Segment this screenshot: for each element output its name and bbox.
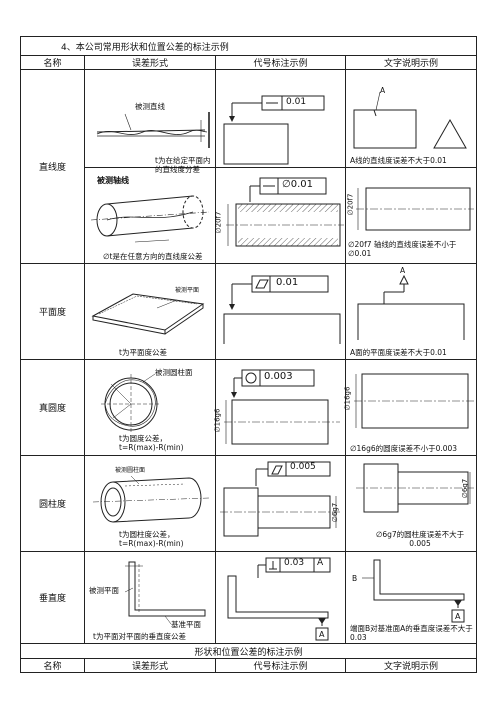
straightness-dimension-label: ∅20f7 <box>214 211 223 234</box>
row-name-cylindricity: 圆柱度 <box>20 455 85 552</box>
cylindricity-desc: ∅6g7 ∅6g7的圆柱度误差不大于0.005 <box>344 455 478 552</box>
table-title: 4、本公司常用形状和位置公差的标注示例 <box>19 36 478 56</box>
tolerance-table: 4、本公司常用形状和位置公差的标注示例 名称 误差形式 代号标注示例 文字说明示… <box>19 36 478 673</box>
straightness-desc-text-1: A线的直线度误差不大于0.01 <box>350 156 447 165</box>
footer-section-title: 形状和位置公差的标注示例 <box>19 643 478 659</box>
perpendicularity-code: 0.03 A A <box>215 551 346 644</box>
perpendicularity-desc: B A 端面B对基准面A的垂直度误差不大于0.03 <box>344 551 478 644</box>
roundness-tolerance-value: 0.003 <box>264 371 293 382</box>
straightness-text-diagram-2 <box>356 187 474 231</box>
flatness-diagram <box>91 293 205 335</box>
perpendicularity-text-datum: A <box>455 612 461 621</box>
straightness-text-dimension: ∅20f7 <box>346 193 355 216</box>
straightness-caption-2: ∅t是在任意方向的直线度公差 <box>103 252 203 261</box>
roundness-code-diagram <box>224 369 340 445</box>
straightness-desc-1: A A线的直线度误差不大于0.01 <box>344 69 478 168</box>
perpendicularity-text-diagram <box>362 559 465 623</box>
flatness-text-diagram <box>357 274 465 340</box>
flatness-tolerance-value: 0.01 <box>276 277 299 288</box>
perpendicularity-code-diagram <box>227 557 331 641</box>
cylindricity-diagram <box>92 475 210 523</box>
cylindricity-code-diagram <box>220 461 342 537</box>
measured-cylinder-label: 被测圆柱面 <box>155 368 193 377</box>
cylindricity-dimension-label: ∅6g7 <box>331 502 340 523</box>
straightness-mark-a: A <box>380 86 386 95</box>
flatness-desc-text: A面的平面度误差不大于0.01 <box>350 348 447 357</box>
perpendicularity-datum-ref: A <box>317 558 324 568</box>
perpendicularity-datum-box: A <box>319 630 325 639</box>
perpendicularity-caption: t为平面对平面的垂直度公差 <box>93 632 186 641</box>
footer-header-error-form: 误差形式 <box>84 658 216 673</box>
flatness-error-form: 被测平面 t为平面度公差 <box>84 263 216 360</box>
roundness-error-form: 被测圆柱面 t为圆度公差， t=R(max)-R(min) <box>84 359 216 456</box>
cylindricity-desc-text: ∅6g7的圆柱度误差不大于0.005 <box>375 530 465 548</box>
straightness-desc-2: ∅20f7 ∅20f7 轴线的直线度误差不小于∅0.01 <box>344 167 478 264</box>
roundness-text-dimension: ∅16g6 <box>343 386 352 411</box>
cylindricity-text-diagram <box>356 463 474 513</box>
header-error-form: 误差形式 <box>84 55 216 70</box>
roundness-text-diagram <box>354 373 474 429</box>
straightness-axis-diagram <box>90 195 210 243</box>
header-name: 名称 <box>20 55 85 70</box>
cylindricity-caption: t为圆柱度公差， t=R(max)-R(min) <box>119 530 184 548</box>
flatness-code: 0.01 <box>215 263 346 360</box>
perpendicularity-tolerance-value: 0.03 <box>284 558 305 568</box>
straightness-plane-diagram <box>96 112 210 148</box>
flatness-caption: t为平面度公差 <box>119 348 167 357</box>
roundness-desc-text: ∅16g6的圆度误差不小于0.003 <box>350 444 458 453</box>
roundness-code: 0.003 ∅16g6 <box>213 359 346 456</box>
straightness-error-form-1: 被测直线 t为在给定平面内的直线度分差 <box>84 69 216 174</box>
roundness-caption: t为圆度公差， t=R(max)-R(min) <box>119 434 184 452</box>
cylindricity-error-form: 被测圆柱面 t为圆柱度公差， t=R(max)-R(min) <box>84 455 216 552</box>
straightness-text-diagram-1 <box>353 91 467 149</box>
row-name-straightness: 直线度 <box>20 69 85 264</box>
footer-header-name: 名称 <box>20 658 85 673</box>
measured-plane-label: 被测平面 <box>175 287 200 294</box>
perpendicularity-measured-label: 被测平面 <box>89 586 119 595</box>
footer-header-code-example: 代号标注示例 <box>215 658 346 673</box>
row-name-perpendicularity: 垂直度 <box>20 551 85 644</box>
perpendicularity-error-form: 被测平面 基准平面 t为平面对平面的垂直度公差 <box>84 551 216 644</box>
cylindricity-text-dimension: ∅6g7 <box>461 478 470 499</box>
perpendicularity-diagram <box>124 561 206 625</box>
straightness-tolerance-value-2: ∅0.01 <box>282 179 313 190</box>
measured-line-label: 被测直线 <box>135 102 165 111</box>
straightness-desc-text-2: ∅20f7 轴线的直线度误差不小于∅0.01 <box>348 240 457 258</box>
straightness-code-diagram-1 <box>223 95 325 165</box>
flatness-desc: A A面的平面度误差不大于0.01 <box>344 263 478 360</box>
flatness-code-diagram <box>223 275 341 344</box>
straightness-tolerance-value-1: 0.01 <box>286 97 307 107</box>
cylindricity-measured-label: 被测圆柱面 <box>115 467 146 474</box>
header-text-example: 文字说明示例 <box>344 55 478 70</box>
cylindricity-tolerance-value: 0.005 <box>290 462 316 472</box>
footer-header-text-example: 文字说明示例 <box>344 658 478 673</box>
row-name-flatness: 平面度 <box>20 263 85 360</box>
straightness-error-form-2: 被测轴线 ∅t是在任意方向的直线度公差 <box>84 167 216 264</box>
row-name-roundness: 真圆度 <box>20 359 85 456</box>
straightness-code-1: 0.01 <box>215 69 346 168</box>
tolerance-table-page: 4、本公司常用形状和位置公差的标注示例 名称 误差形式 代号标注示例 文字说明示… <box>19 36 478 690</box>
cylindricity-code: 0.005 ∅6g7 <box>215 455 346 552</box>
perpendicularity-desc-text: 端面B对基准面A的垂直度误差不大于0.03 <box>350 624 473 642</box>
roundness-desc: ∅16g6 ∅16g6的圆度误差不小于0.003 <box>343 359 478 456</box>
perpendicularity-mark-b: B <box>352 574 358 583</box>
straightness-code-2: ∅0.01 ∅20f7 <box>214 167 346 264</box>
datum-plane-label: 基准平面 <box>171 620 201 629</box>
measured-axis-label: 被测轴线 <box>97 176 129 185</box>
roundness-dimension-label: ∅16g6 <box>213 408 222 433</box>
straightness-code-diagram-2 <box>226 177 344 247</box>
roundness-diagram <box>101 373 161 434</box>
header-code-example: 代号标注示例 <box>215 55 346 70</box>
flatness-mark-a: A <box>400 266 406 275</box>
